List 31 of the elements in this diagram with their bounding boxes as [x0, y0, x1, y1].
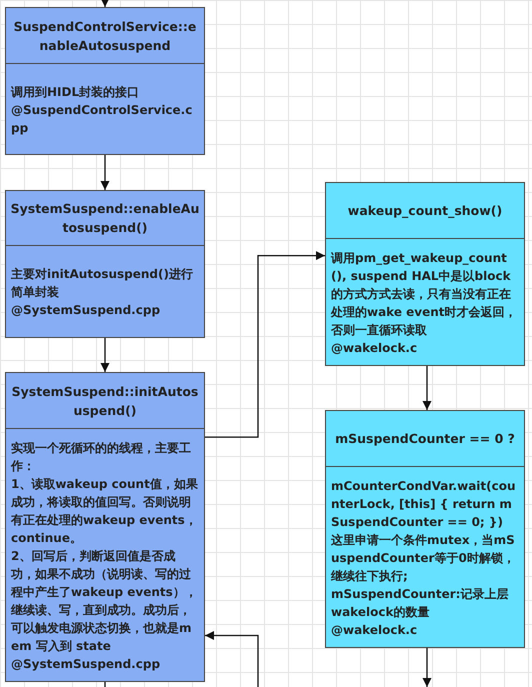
- arrow: [422, 648, 432, 687]
- box-text: @wakelock.c: [331, 622, 418, 638]
- box-text: mSuspendCounter:记录上层wakelock的数量: [331, 586, 510, 620]
- box-text: @SuspendControlService.cpp: [11, 102, 194, 136]
- box-heading: mSuspendCounter == 0 ?: [335, 430, 515, 448]
- box-text: 调用pm_get_wakeup_count(), suspend HAL中是以block的方式方式去读，只有当没有正在处理的wake event时才会返回，否则一直循环读取: [331, 250, 518, 338]
- box-text: mCounterCondVar.wait(counterLock, [this] { return mSuspendCounter == 0; }): [331, 478, 517, 530]
- box-heading: wakeup_count_show(): [348, 202, 502, 220]
- arrow: [100, 0, 110, 7]
- process-box: [5, 7, 205, 155]
- process-box: [325, 410, 525, 648]
- arrow: [205, 630, 259, 687]
- box-text: 调用到HIDL封装的接口: [11, 84, 140, 100]
- box-text: @SystemSuspend.cpp: [11, 302, 162, 319]
- box-heading: SystemSuspend::initAutosuspend(): [10, 382, 200, 420]
- process-box: [5, 190, 205, 338]
- box-text: 2、回写后，判断返回值是否成功，如果不成功（说明读、写的过程中产生了wakeup events），继续读、写，直到成功。成功后，可以触发电源状态切换，也就是mem 写入到 state: [11, 548, 198, 654]
- box-text: 这里申请一个条件mutex，当mSuspendCounter等于0时解锁，继续往下执行;: [331, 532, 516, 584]
- box-heading: SuspendControlService::enableAutosuspend: [12, 18, 198, 54]
- arrow: [100, 338, 110, 372]
- box-heading: SystemSuspend::enableAutosuspend(): [10, 200, 200, 237]
- arrow: [100, 155, 110, 190]
- box-text: 主要对initAutosuspend()进行简单封装: [11, 266, 194, 301]
- arrow: [422, 366, 432, 410]
- process-box: [325, 182, 525, 366]
- arrow: [205, 251, 325, 438]
- box-text: @wakelock.c: [331, 340, 418, 356]
- box-text: 实现一个死循环的的线程，主要工作：: [11, 440, 192, 474]
- box-text: @SystemSuspend.cpp: [11, 656, 162, 672]
- box-text: 1、读取wakeup count值，如果成功，将读取的值回写。否则说明有正在处理的wakeup events，continue。: [11, 476, 199, 546]
- process-box: [5, 372, 205, 682]
